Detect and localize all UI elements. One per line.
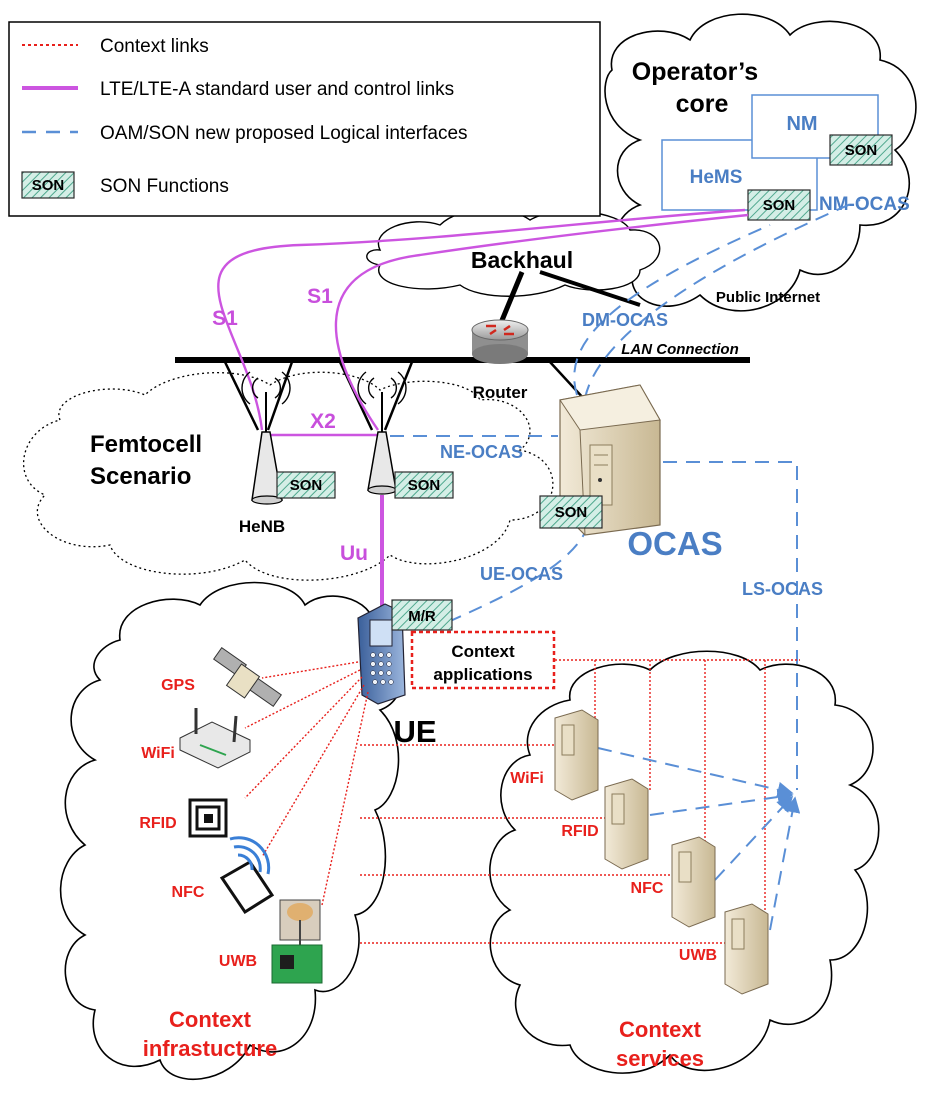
infra-title-1: Context [169,1007,252,1032]
service-server-rfid-icon [604,778,649,870]
infra-title-2: infrastucture [143,1036,277,1061]
ue-label: UE [393,714,436,749]
service-server-nfc-icon [671,836,716,928]
legend-item-lte-links: LTE/LTE-A standard user and control link… [100,79,454,100]
gps-satellite-icon [213,646,282,708]
femtocell-title-1: Femtocell [90,431,202,458]
s1-right-label: S1 [307,285,333,308]
ls-arrow-wifi [597,747,794,798]
infra-gps-label: GPS [161,677,195,694]
ls-arrow-nfc [714,795,794,881]
context-applications-line1: Context [451,642,515,661]
legend-son-badge [21,171,75,199]
ue-mr-text: M/R [408,608,436,625]
ctx-link-gps [261,661,359,679]
hems-son-badge [747,189,811,221]
ctx-link-wifi [244,669,361,729]
dm-ocas-link [573,224,771,396]
hems-label: HeMS [690,167,743,188]
dm-ocas-label: DM-OCAS [582,310,668,330]
nm-label: NM [786,113,817,135]
lan-connection-label: LAN Connection [621,341,739,358]
legend-box [8,21,601,217]
femtocell-title-2: Scenario [90,463,191,490]
x2-label: X2 [310,410,336,433]
henb-2-icon [357,371,407,495]
service-uwb-label: UWB [679,947,717,964]
ls-arrow-rfid [649,789,794,816]
nm-ocas-label: NM-OCAS [819,194,910,215]
infra-wifi-label: WiFi [141,745,175,762]
nm-ocas-link [584,199,861,399]
ctx-link-rfid [244,676,363,799]
henb-2-son-badge [394,471,454,499]
legend-son-badge-text: SON [32,177,65,194]
nm-son-text: SON [845,142,878,159]
ls-ocas-label: LS-OCAS [742,579,823,599]
ctx-link-uwb [321,691,369,906]
nm-son-badge [829,134,893,166]
ctx-link-nfc [261,684,365,858]
ue-mr-badge [391,599,453,631]
infra-uwb-label: UWB [219,953,257,970]
bus-henb2-right [383,361,414,431]
service-nfc-label: NFC [631,880,664,897]
uu-label: Uu [340,542,368,565]
ocas-son-text: SON [555,504,588,521]
context-applications-box [410,630,556,690]
s1-left-label: S1 [212,307,238,330]
henb-1-son-text: SON [290,477,323,494]
s1-link-right [334,213,749,431]
legend-item-oam-interfaces: OAM/SON new proposed Logical interfaces [100,123,468,144]
henb-label: HeNB [239,517,285,536]
wifi-router-icon [179,708,251,769]
ne-ocas-label: NE-OCAS [440,442,523,462]
infra-nfc-label: NFC [172,884,205,901]
public-internet-label: Public Internet [716,289,820,306]
uwb-device-icon [271,899,323,984]
hems-son-text: SON [763,197,796,214]
ocas-label: OCAS [627,525,722,562]
legend-item-son-functions: SON Functions [100,176,229,197]
service-wifi-label: WiFi [510,770,544,787]
bus-ocas-link [549,361,586,401]
henb-1-son-badge [276,471,336,499]
ls-ocas-link [640,461,798,790]
operator-core-title-2: core [676,90,729,118]
bus-henb1-left [223,361,260,431]
henb-1-icon [241,371,291,505]
ocas-son-badge [539,495,603,529]
bus-henb1-right [266,361,294,431]
service-rfid-label: RFID [561,823,598,840]
service-server-uwb-icon [724,903,769,995]
context-applications-line2: applications [433,665,532,684]
rfid-tag-icon [188,798,228,838]
service-server-wifi-icon [554,709,599,801]
backhaul-label: Backhaul [471,247,573,273]
infra-rfid-label: RFID [139,815,176,832]
services-title-2: services [616,1046,704,1071]
operator-core-title-1: Operator’s [632,58,758,86]
legend-item-context-links: Context links [100,36,209,57]
nfc-card-icon [219,836,275,915]
s1-link-left [217,208,746,431]
router-label: Router [473,383,528,402]
henb-2-son-text: SON [408,477,441,494]
backhaul-internet-link [539,270,641,307]
services-title-1: Context [619,1017,702,1042]
router-icon [471,319,529,364]
ue-ocas-label: UE-OCAS [480,564,563,584]
